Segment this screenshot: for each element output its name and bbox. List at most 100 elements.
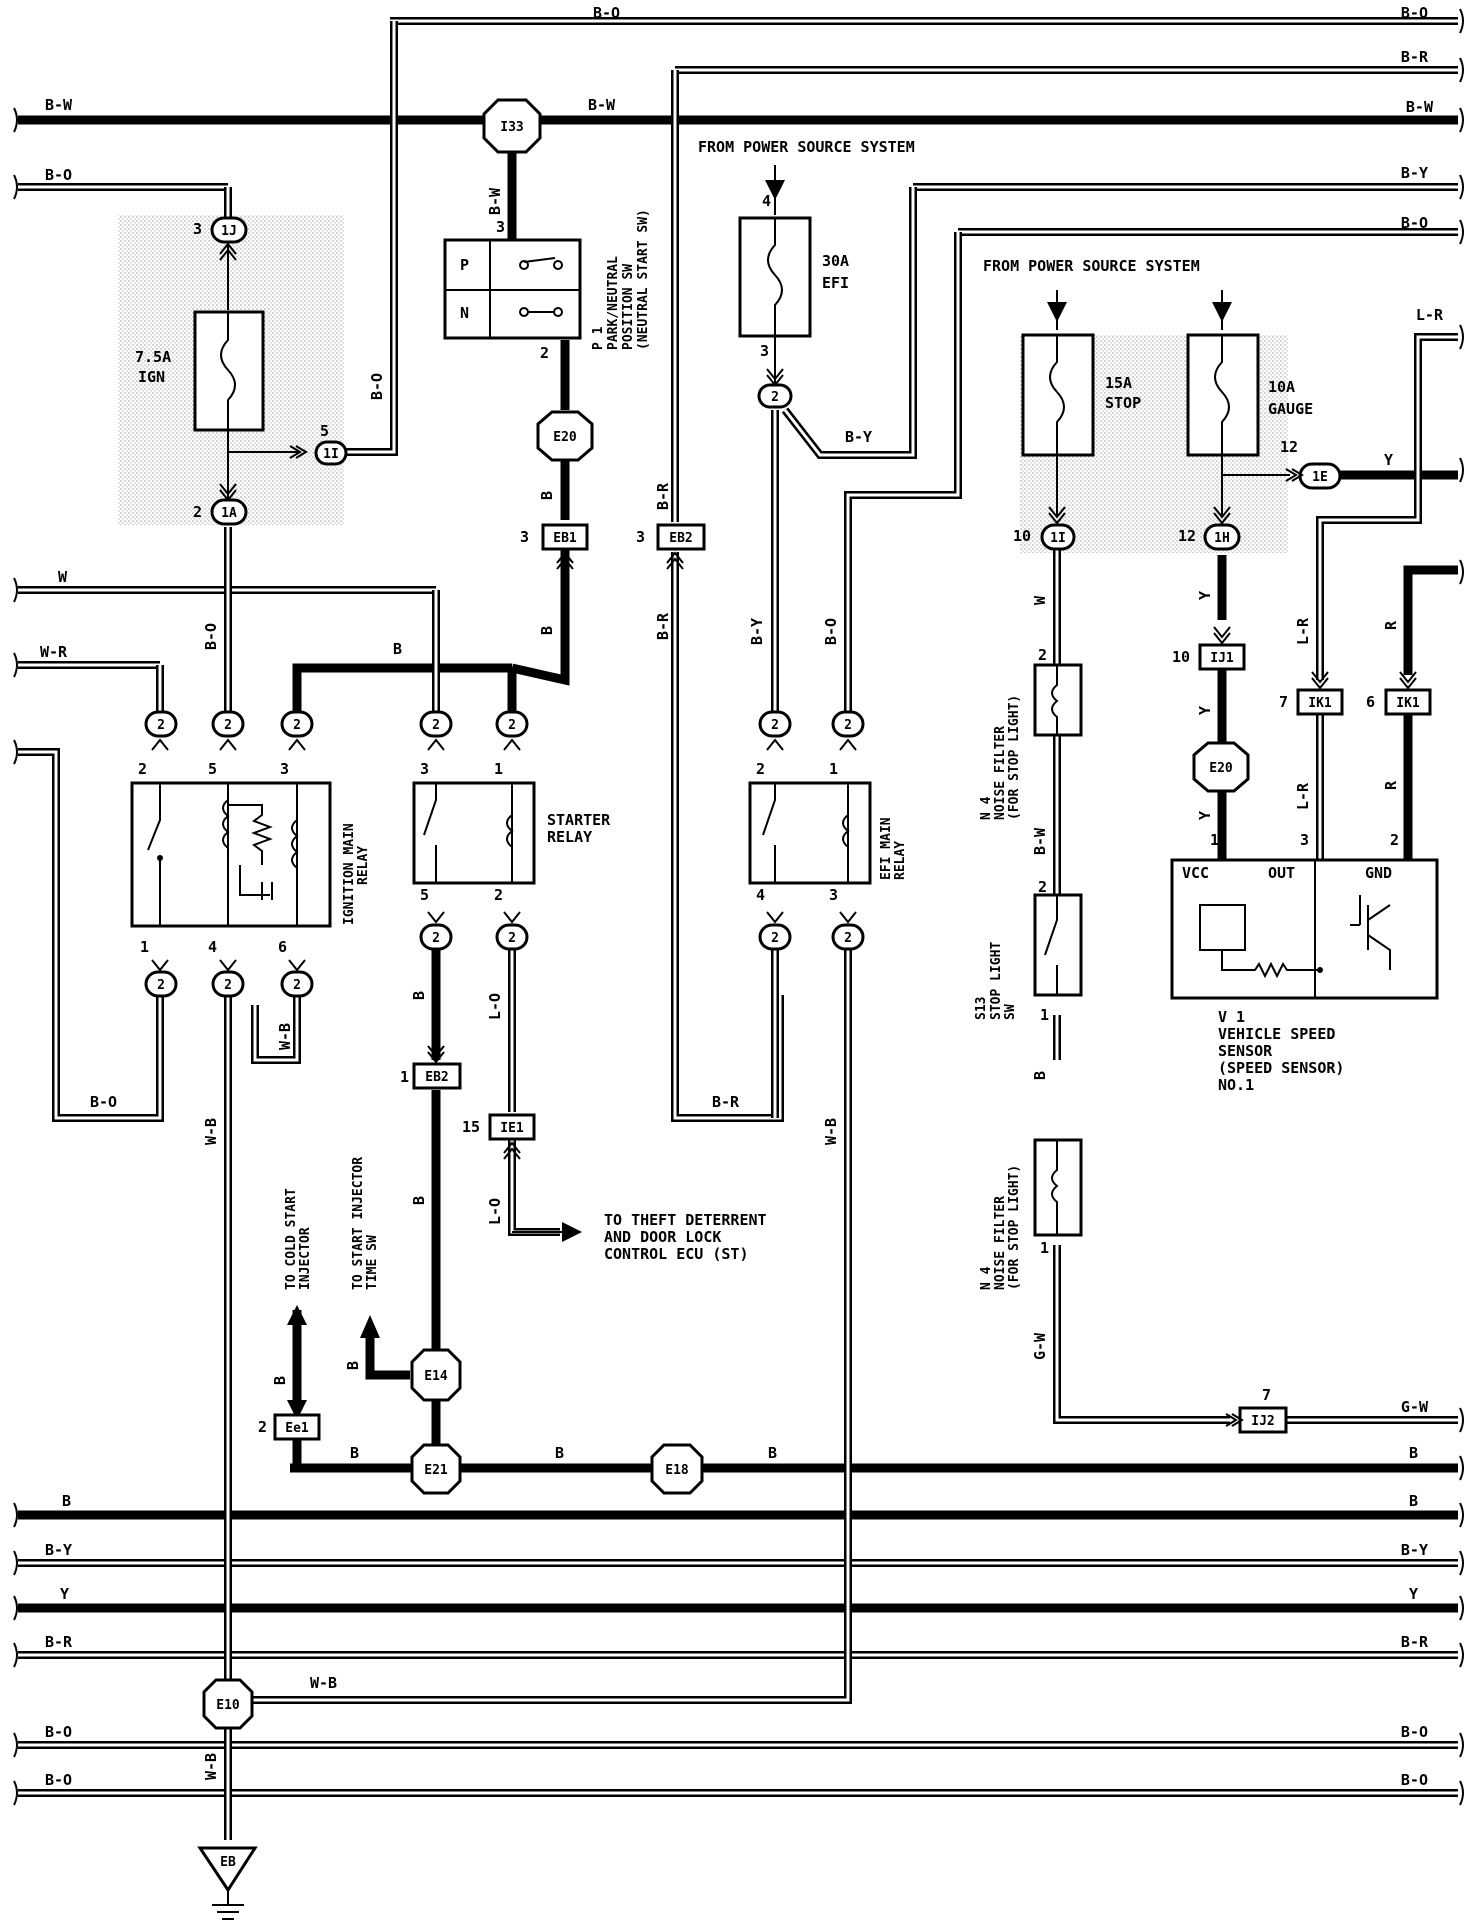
conn-1j: 1J xyxy=(221,224,237,239)
pin-12: 12 xyxy=(1280,438,1298,456)
conn-2: 2 xyxy=(771,718,779,733)
theft-label-3: CONTROL ECU (ST) xyxy=(604,1245,749,1263)
conn-eb2-b: EB2 xyxy=(425,1070,448,1085)
wire-y-vertical-1: Y xyxy=(1196,591,1214,600)
noise-filter-2 xyxy=(1033,1138,1083,1237)
nf2-label-2: NOISE FILTER xyxy=(993,1196,1008,1290)
conn-e14: E14 xyxy=(424,1369,448,1384)
park-label-4: (NEUTRAL START SW) xyxy=(636,209,651,350)
conn-ik1-a: IK1 xyxy=(1308,696,1332,711)
connector-octagons xyxy=(202,98,1250,1730)
pin-3: 3 xyxy=(1300,831,1309,849)
pin-4: 4 xyxy=(756,886,765,904)
fuse-efi xyxy=(738,216,812,338)
pin-3: 3 xyxy=(496,218,505,236)
top-bw-label: B-W xyxy=(588,96,616,114)
vss-vcc: VCC xyxy=(1182,864,1209,882)
fuse-stop-amp: 15A xyxy=(1105,374,1132,392)
conn-e10: E10 xyxy=(216,1698,240,1713)
conn-2: 2 xyxy=(844,718,852,733)
conn-eb1: EB1 xyxy=(553,531,577,546)
top-bo-label: B-O xyxy=(593,4,620,22)
conn-2: 2 xyxy=(293,718,301,733)
starter-relay xyxy=(412,781,536,885)
conn-i33: I33 xyxy=(500,120,523,135)
wire-br-vertical-1: B-R xyxy=(654,482,672,510)
pin-2: 2 xyxy=(494,886,503,904)
bus-left-b: B xyxy=(62,1492,71,1510)
efi-section xyxy=(671,70,962,1122)
wire-r-vertical-1: R xyxy=(1382,620,1400,630)
wire-bo-vertical-2: B-O xyxy=(202,623,220,650)
pin-3: 3 xyxy=(760,342,769,360)
wire-bw-vertical-2: B-W xyxy=(1031,827,1049,855)
wire-b-e21-left: B xyxy=(350,1444,359,1462)
pin-2: 2 xyxy=(193,503,202,521)
park-label-3: POSITION SW xyxy=(621,264,636,350)
wire-br-vertical-2: B-R xyxy=(654,612,672,640)
wire-lr-vertical-1: L-R xyxy=(1294,617,1312,645)
bus-right-br: B-R xyxy=(1401,1633,1429,1651)
conn-2: 2 xyxy=(157,718,165,733)
conn-2: 2 xyxy=(157,978,165,993)
conn-2: 2 xyxy=(432,931,440,946)
wire-b-eb1-above: B xyxy=(538,491,556,500)
fuse-ign xyxy=(193,310,265,432)
pin-3: 3 xyxy=(520,528,529,546)
wire-b-e21-right: B xyxy=(555,1444,564,1462)
conn-2: 2 xyxy=(224,978,232,993)
vehicle-speed-sensor xyxy=(1170,858,1439,1000)
pin-2: 2 xyxy=(756,760,765,778)
conn-2: 2 xyxy=(508,931,516,946)
pin-12: 12 xyxy=(1178,527,1196,545)
fuse-gauge xyxy=(1186,333,1260,457)
wire-b-horizontal: B xyxy=(393,640,402,658)
pin-1: 1 xyxy=(1210,831,1219,849)
wire-b-sti: B xyxy=(344,1361,362,1370)
wire-b-e18-right: B xyxy=(768,1444,777,1462)
bus-right-bo2: B-O xyxy=(1401,1723,1428,1741)
vss-out: OUT xyxy=(1268,864,1295,882)
pin-1: 1 xyxy=(1040,1239,1049,1257)
cold-start-label-1: TO COLD START xyxy=(284,1188,299,1290)
bus-right-b2: B xyxy=(1409,1492,1418,1510)
bus-right-y: Y xyxy=(1409,1585,1418,1603)
theft-label-1: TO THEFT DETERRENT xyxy=(604,1211,767,1229)
wire-y-vertical-2: Y xyxy=(1196,706,1214,715)
wire-lo-vertical-1: L-O xyxy=(486,993,504,1020)
pin-2: 2 xyxy=(138,760,147,778)
conn-2: 2 xyxy=(771,931,779,946)
wire-b-cold: B xyxy=(271,1376,289,1385)
park-label-2: PARK/NEUTRAL xyxy=(606,256,621,350)
pin-15: 15 xyxy=(462,1118,480,1136)
conn-2: 2 xyxy=(508,718,516,733)
bus-right-b: B xyxy=(1409,1444,1418,1462)
pin-7: 7 xyxy=(1262,1386,1271,1404)
pin-2: 2 xyxy=(1390,831,1399,849)
power-source-label-1: FROM POWER SOURCE SYSTEM xyxy=(698,138,915,156)
pin-2: 2 xyxy=(540,344,549,362)
pin-3: 3 xyxy=(829,886,838,904)
stoplight-label-1: S13 xyxy=(974,997,989,1020)
conn-e20-a: E20 xyxy=(553,430,577,445)
wire-b-vertical-stop: B xyxy=(1031,1071,1049,1080)
pin-1: 1 xyxy=(1040,1006,1049,1024)
stoplight-label-3: SW xyxy=(1003,1004,1018,1020)
park-label-1: P 1 xyxy=(591,326,606,350)
starter-label-1: STARTER xyxy=(547,811,611,829)
stop-light-switch xyxy=(1033,893,1083,997)
vss-label-4: (SPEED SENSOR) xyxy=(1218,1059,1344,1077)
efi-relay-label-2: RELAY xyxy=(893,841,908,880)
conn-1e: 1E xyxy=(1312,470,1328,485)
power-source-label-2: FROM POWER SOURCE SYSTEM xyxy=(983,257,1200,275)
pin-1: 1 xyxy=(140,938,149,956)
fuse-stop-name: STOP xyxy=(1105,394,1141,412)
pin-4: 4 xyxy=(762,192,771,210)
conn-eb2-a: EB2 xyxy=(669,531,692,546)
pin-2: 2 xyxy=(258,1418,267,1436)
conn-eb-ground: EB xyxy=(220,1855,236,1870)
pin-7: 7 xyxy=(1279,693,1288,711)
ign-relay-label-1: IGNITION MAIN xyxy=(342,823,357,925)
pin-5: 5 xyxy=(320,422,329,440)
start-injector-label-2: TIME SW xyxy=(365,1235,380,1290)
